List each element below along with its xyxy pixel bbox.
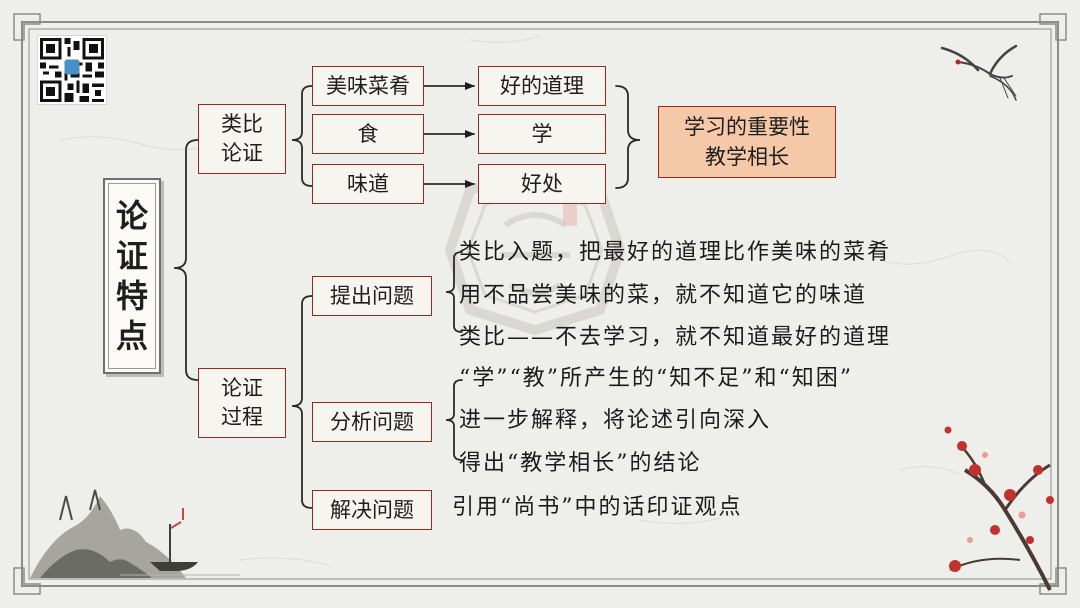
step-2-point-3: 得出“教学相长”的结论 <box>459 451 702 476</box>
step-3-point-1: 引用“尚书”中的话印证观点 <box>452 495 743 520</box>
brace-step-1 <box>445 251 463 333</box>
analogy-conclusion: 学习的重要性教学相长 <box>658 106 836 178</box>
analogy-right-1-text: 好的道理 <box>500 74 584 98</box>
step-1: 提出问题 <box>312 276 432 316</box>
step-2-label: 分析问题 <box>330 410 414 434</box>
analogy-right-1: 好的道理 <box>478 66 606 106</box>
step-3: 解决问题 <box>312 490 432 530</box>
connectors <box>173 82 641 509</box>
crane-icon <box>940 44 1018 101</box>
step-2: 分析问题 <box>312 402 432 442</box>
step-1-label: 提出问题 <box>330 284 414 308</box>
plum-blossom-icon <box>944 426 1054 591</box>
brace-analogy <box>291 85 313 187</box>
ornamental-frame <box>13 13 1067 595</box>
analogy-right-2: 学 <box>478 114 606 154</box>
branch-process-label: 论证过程 <box>221 376 263 429</box>
landscape-boat-icon <box>30 489 240 578</box>
step-1-point-3: 类比——不去学习，就不知道最好的道理 <box>459 325 892 350</box>
analogy-left-1-text: 美味菜肴 <box>326 74 410 98</box>
analogy-left-2: 食 <box>312 114 424 154</box>
analogy-left-1: 美味菜肴 <box>312 66 424 106</box>
analogy-right-3: 好处 <box>478 164 606 204</box>
analogy-left-3: 味道 <box>312 164 424 204</box>
step-1-point-2: 用不品尝美味的菜，就不知道它的味道 <box>459 283 868 308</box>
step-2-point-2: 进一步解释，将论述引向深入 <box>459 408 772 433</box>
branch-analogy: 类比论证 <box>198 104 286 174</box>
step-3-label: 解决问题 <box>330 498 414 522</box>
analogy-conclusion-text: 学习的重要性教学相长 <box>684 115 810 169</box>
step-2-point-1: “学”“教”所产生的“知不足”和“知困” <box>459 366 853 391</box>
brace-title <box>173 139 199 381</box>
branch-analogy-label: 类比论证 <box>221 112 263 165</box>
brace-conclusion <box>615 85 641 189</box>
brace-step-2 <box>445 379 463 461</box>
analogy-right-3-text: 好处 <box>521 172 563 196</box>
step-1-point-1: 类比入题，把最好的道理比作美味的菜肴 <box>459 240 892 265</box>
analogy-left-2-text: 食 <box>357 122 379 146</box>
brace-process <box>291 295 313 509</box>
qr-code-icon <box>38 36 106 104</box>
analogy-right-2-text: 学 <box>531 122 553 146</box>
diagram-title-text: 论证特点 <box>115 197 148 355</box>
branch-process: 论证过程 <box>198 368 286 438</box>
diagram-title: 论证特点 <box>103 178 161 374</box>
analogy-left-3-text: 味道 <box>347 172 389 196</box>
